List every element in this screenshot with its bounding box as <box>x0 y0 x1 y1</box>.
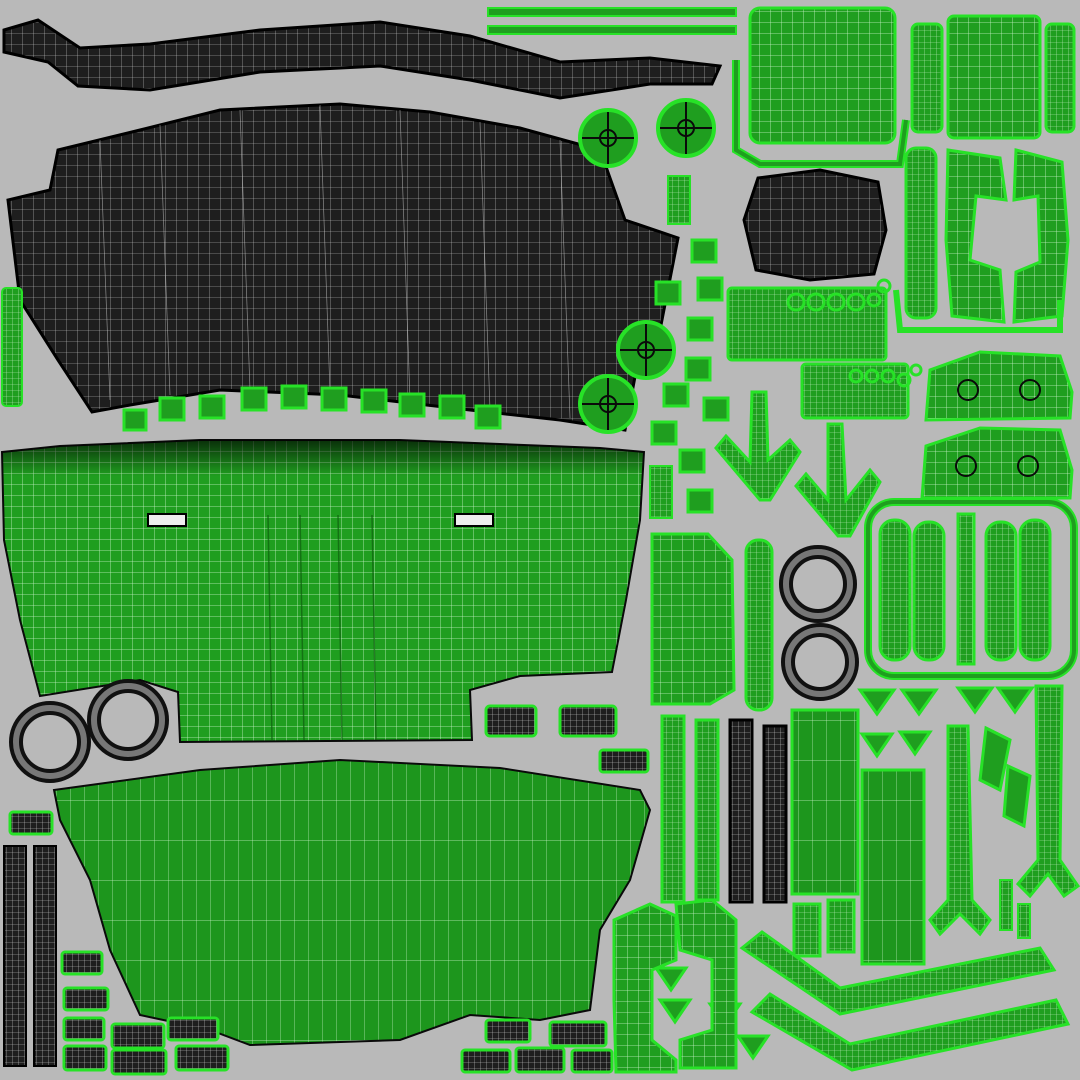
uv-shell-green-rear-panel <box>52 758 652 1047</box>
uv-engine-block-1 <box>726 286 888 362</box>
uv-seat-u-shape-right <box>674 898 738 1070</box>
uv-seat-u-shape <box>612 902 678 1074</box>
uv-fender-2 <box>920 426 1074 500</box>
uv-seat-pad-3 <box>1044 22 1076 134</box>
uv-clip-row <box>122 384 502 432</box>
uv-small-block-2 <box>649 465 673 519</box>
uv-slot-left <box>147 513 187 527</box>
uv-engine-rings-1 <box>786 278 892 312</box>
uv-shell-dark-cloth-panel <box>6 102 680 432</box>
uv-lever-2 <box>794 422 882 538</box>
uv-seat-back <box>748 6 897 145</box>
uv-tire-group-left <box>9 679 169 783</box>
uv-long-bar-2 <box>749 992 1071 1072</box>
uv-small-tab-2 <box>826 898 856 954</box>
uv-frame-left-c <box>944 148 1008 324</box>
uv-long-bar-1 <box>739 930 1057 1016</box>
uv-shell-dark-cushion <box>742 168 888 282</box>
uv-small-tab-1 <box>792 902 822 958</box>
uv-small-block-1 <box>667 175 691 225</box>
uv-bar-dark-1 <box>728 718 754 904</box>
uv-bracket-2 <box>1002 763 1032 829</box>
uv-tire-group-right <box>779 545 859 701</box>
uv-bar-dark-2 <box>762 724 788 904</box>
uv-chassis-pod-1 <box>878 518 912 662</box>
uv-strip-left-green <box>1 287 23 407</box>
uv-seat-pad-2 <box>946 14 1042 140</box>
uv-steering-column <box>744 538 774 712</box>
uv-engine-rings-2 <box>848 363 923 388</box>
uv-dark-block-set-right <box>460 704 650 1074</box>
uv-linkage-1 <box>928 724 992 937</box>
uv-linkage-2 <box>1015 684 1080 899</box>
uv-chassis-pod-2 <box>912 520 946 662</box>
uv-dark-block-set-left <box>8 810 230 1076</box>
uv-fender-1 <box>924 350 1074 422</box>
uv-rod-top-2 <box>487 25 737 35</box>
uv-chassis-spine <box>956 512 976 666</box>
uv-slot-right <box>454 513 494 527</box>
uv-clip-column <box>650 238 730 514</box>
uv-seat-bottom <box>790 708 860 896</box>
uv-peg-2 <box>1017 903 1031 939</box>
uv-seat-cushion-2 <box>860 768 926 966</box>
uv-wheel-hubs <box>578 98 716 434</box>
uv-strip-left-dark-1 <box>3 845 27 1067</box>
uv-lever-1 <box>714 390 802 502</box>
uv-strip-left-dark-2 <box>33 845 57 1067</box>
uv-rod-top-1 <box>487 7 737 17</box>
uv-bar-1 <box>660 714 686 904</box>
uv-seat-pad-1 <box>910 22 944 134</box>
uv-chassis-pod-3 <box>984 520 1018 662</box>
uv-dash-panel <box>650 532 736 706</box>
uv-chassis-pod-4 <box>1018 518 1052 662</box>
uv-bar-2 <box>694 718 720 902</box>
uv-shell-dark-top-strip <box>2 18 723 100</box>
uv-frame-post <box>904 146 938 320</box>
uv-frame-right-c <box>1012 148 1070 324</box>
uv-peg-1 <box>999 879 1013 931</box>
uv-bracket-1 <box>978 725 1012 793</box>
uv-frame-rail <box>893 289 1063 333</box>
